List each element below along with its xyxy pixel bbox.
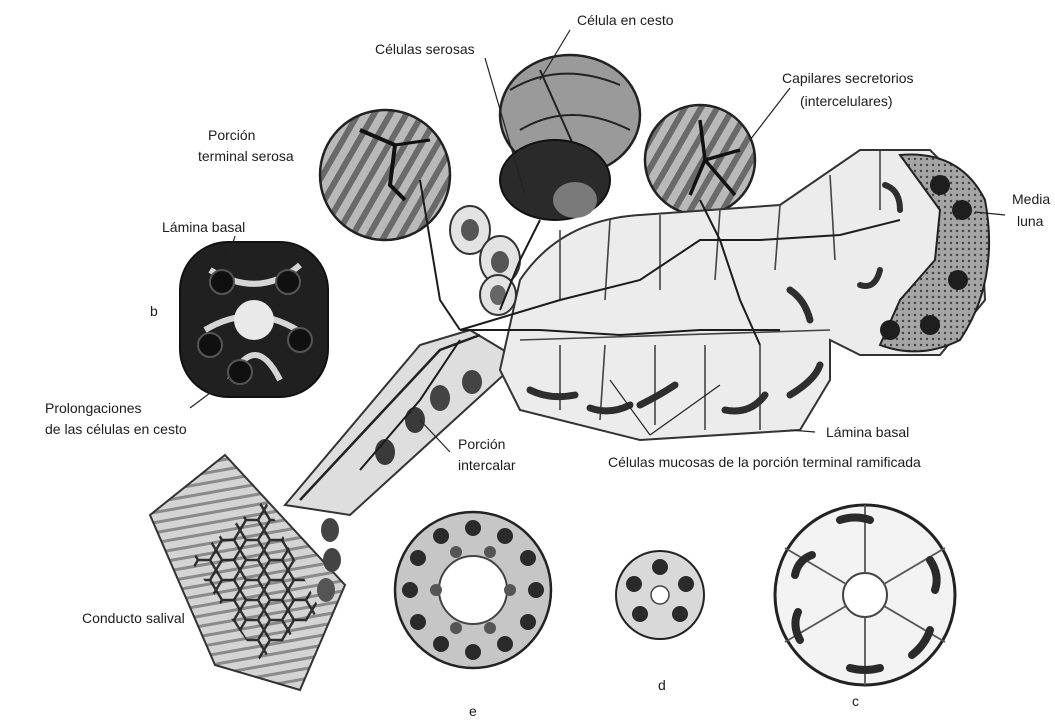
label-celulas-mucosas: Células mucosas de la porción terminal r… [608,454,921,470]
label-prolongaciones-2: de las células en cesto [45,421,187,437]
label-porcion-intercalar-2: intercalar [458,457,516,473]
label-celula-en-cesto: Célula en cesto [577,12,674,28]
label-letter-b: b [150,303,158,319]
label-letter-e: e [469,703,477,719]
label-porcion-intercalar-1: Porción [458,436,505,452]
label-porcion-terminal-1: Porción [208,127,255,143]
serous-terminal-portion [320,110,450,240]
basket-cell-acinus [500,55,640,220]
label-capilares-intercelulares: (intercelulares) [800,93,893,109]
label-lamina-basal-bottom: Lámina basal [826,424,909,440]
label-lamina-basal-top: Lámina basal [162,219,245,235]
label-celulas-serosas: Células serosas [375,41,475,57]
label-letter-d: d [658,677,666,693]
cross-section-b [180,242,328,397]
cross-section-c [775,505,955,685]
secretory-capillaries-acinus [645,105,755,215]
label-capilares-secretorios: Capilares secretorios [782,70,914,86]
label-letter-c: c [852,693,859,709]
cross-section-d [616,551,704,639]
label-prolongaciones-1: Prolongaciones [45,400,142,416]
serous-cells [450,206,520,315]
label-conducto-salival: Conducto salival [82,610,185,626]
label-porcion-terminal-2: terminal serosa [198,148,294,164]
label-media-luna-2: luna [1017,213,1044,229]
label-media-luna-1: Media [1012,191,1050,207]
cross-section-e [395,512,551,668]
